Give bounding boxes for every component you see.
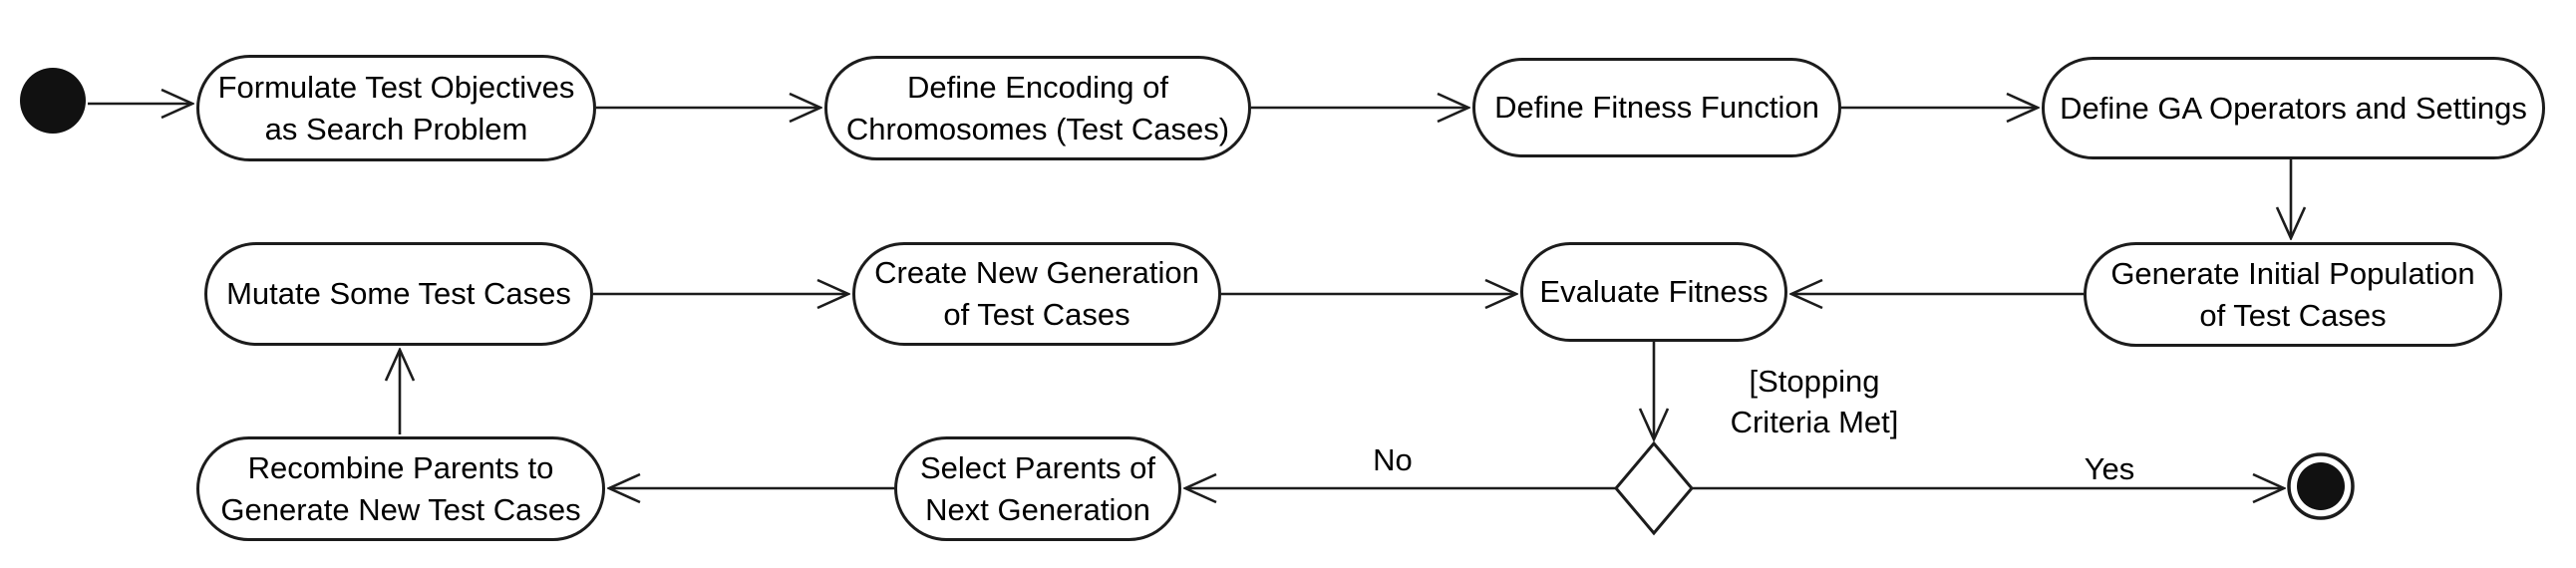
activity-create-new-generation: Create New Generation of Test Cases bbox=[852, 242, 1221, 346]
initial-node bbox=[20, 68, 86, 134]
activity-generate-initial-population: Generate Initial Population of Test Case… bbox=[2084, 242, 2502, 347]
activity-define-fitness-function: Define Fitness Function bbox=[1472, 58, 1841, 157]
decision-diamond bbox=[1614, 440, 1694, 536]
guard-label-stopping-criteria: [Stopping Criteria Met] bbox=[1730, 364, 1899, 439]
branch-label-yes: Yes bbox=[2084, 451, 2135, 486]
branch-label-no: No bbox=[1373, 442, 1413, 477]
activity-mutate-test-cases: Mutate Some Test Cases bbox=[204, 242, 593, 346]
activity-recombine-parents: Recombine Parents to Generate New Test C… bbox=[196, 436, 605, 541]
activity-select-parents: Select Parents of Next Generation bbox=[894, 436, 1181, 541]
activity-define-ga-operators: Define GA Operators and Settings bbox=[2042, 57, 2545, 159]
activity-define-encoding: Define Encoding of Chromosomes (Test Cas… bbox=[824, 56, 1251, 160]
activity-formulate-test-objectives: Formulate Test Objectives as Search Prob… bbox=[196, 55, 596, 161]
final-node-core bbox=[2297, 462, 2345, 510]
activity-evaluate-fitness: Evaluate Fitness bbox=[1520, 242, 1787, 342]
